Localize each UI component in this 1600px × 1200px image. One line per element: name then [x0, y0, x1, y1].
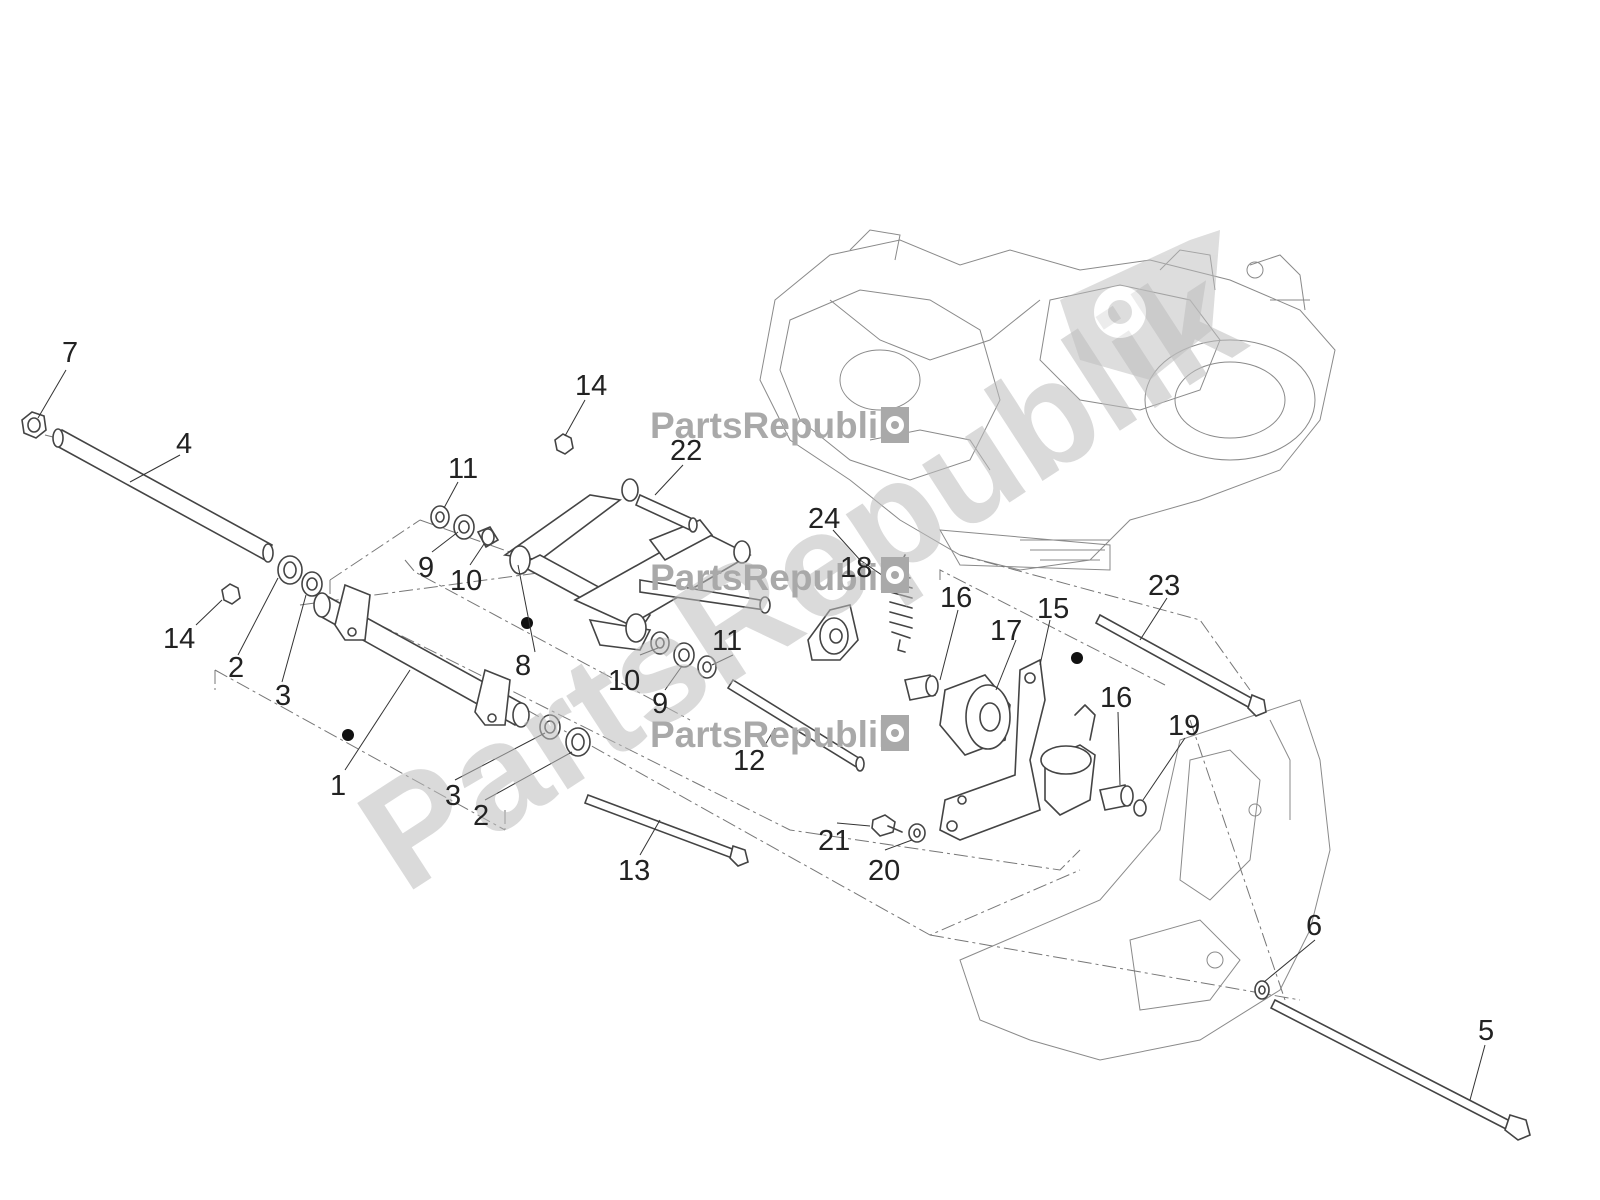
leader-lines — [37, 369, 1486, 1101]
callout-9-lower: 9 — [652, 688, 668, 720]
gear-logo-icon-2 — [881, 557, 909, 593]
part-2-bush-lower — [565, 727, 591, 757]
callout-8: 8 — [515, 650, 531, 682]
callout-2-upper: 2 — [228, 652, 244, 684]
callout-17: 17 — [990, 615, 1022, 647]
callout-7: 7 — [62, 337, 78, 369]
part-21-screw — [871, 814, 903, 837]
part-16-bush-lower — [1099, 784, 1134, 811]
gear-logo-icon-3 — [881, 715, 909, 751]
callout-15: 15 — [1037, 593, 1069, 625]
callout-18: 18 — [840, 552, 872, 584]
watermark-small-1: PartsRepublik — [650, 405, 899, 446]
callout-10-lower: 10 — [608, 665, 640, 697]
part-5-bolt — [1269, 998, 1531, 1141]
part-19-circlip — [1133, 799, 1147, 817]
callout-3-lower: 3 — [445, 780, 461, 812]
part-9-seal-upper — [453, 514, 475, 540]
part-2-bush-upper — [277, 555, 303, 585]
callout-10-upper: 10 — [450, 565, 482, 597]
callout-20: 20 — [868, 855, 900, 887]
marker-dot-15 — [1071, 652, 1083, 664]
callout-22: 22 — [670, 435, 702, 467]
callout-16-lower: 16 — [1100, 682, 1132, 714]
callout-11-upper: 11 — [448, 453, 478, 485]
callout-21: 21 — [818, 825, 850, 857]
callout-4: 4 — [176, 428, 192, 460]
part-20-washer — [908, 823, 926, 843]
callout-1: 1 — [330, 770, 346, 802]
part-11-washer-upper — [430, 505, 450, 529]
callout-19: 19 — [1168, 710, 1200, 742]
frame-section — [959, 699, 1331, 1061]
part-10-bush-upper — [476, 525, 500, 549]
callout-14-top: 14 — [575, 370, 607, 402]
part-24-rubber-stop — [807, 604, 859, 661]
callout-23: 23 — [1148, 570, 1180, 602]
callout-3-upper: 3 — [275, 680, 291, 712]
gear-logo-icon-1 — [881, 407, 909, 443]
part-6-washer — [1254, 980, 1270, 1000]
callout-6: 6 — [1306, 910, 1322, 942]
part-9-seal-lower — [673, 642, 695, 668]
callout-12: 12 — [733, 745, 765, 777]
assembly-outlines — [44, 434, 1301, 1001]
watermark-small-2: PartsRepublik — [650, 557, 899, 598]
callout-16-upper: 16 — [940, 582, 972, 614]
part-14-bush-top — [554, 433, 574, 455]
part-1-swingarm-tube — [313, 583, 530, 728]
part-15-bracket — [939, 658, 1096, 841]
watermark-small-3: PartsRepublik — [650, 714, 899, 755]
part-4-shaft — [52, 428, 274, 563]
part-22-pin — [634, 493, 698, 533]
part-3-bush-upper — [301, 571, 323, 597]
callout-14-left: 14 — [163, 623, 195, 655]
callout-24: 24 — [808, 503, 840, 535]
part-14-bush-left — [221, 583, 241, 605]
gear-logo-icon-large — [1060, 230, 1220, 380]
callout-2-lower: 2 — [473, 800, 489, 832]
callout-labels: 7 4 14 2 3 1 3 2 14 11 9 10 22 8 10 9 11… — [62, 337, 1494, 1047]
part-13-bolt — [583, 793, 749, 867]
callout-9-upper: 9 — [418, 552, 434, 584]
callout-13: 13 — [618, 855, 650, 887]
callout-5: 5 — [1478, 1015, 1494, 1047]
part-16-bush-upper — [904, 674, 939, 701]
part-12-pin — [726, 678, 865, 772]
callout-11-lower: 11 — [712, 625, 742, 657]
marker-dot-8 — [521, 617, 533, 629]
part-7-nut — [21, 411, 47, 439]
part-17-silentblock — [939, 674, 1011, 756]
part-23-bolt — [1094, 613, 1267, 717]
marker-dot-1 — [342, 729, 354, 741]
part-11-washer-lower — [697, 655, 717, 679]
